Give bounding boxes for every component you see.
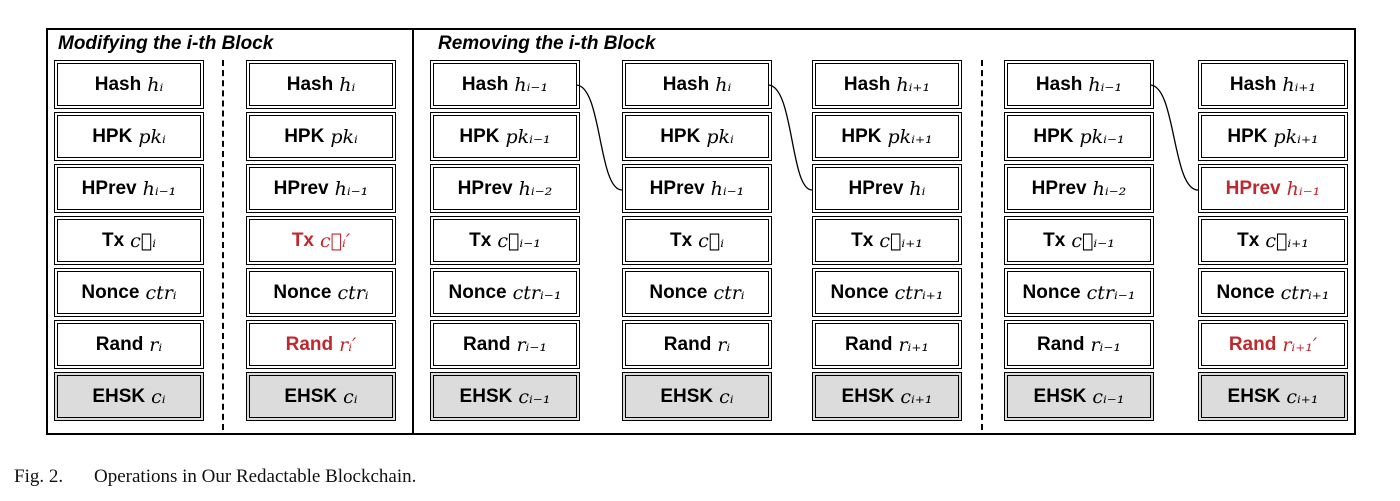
remove-section-title: Removing the i-th Block — [438, 33, 656, 54]
section-divider — [412, 28, 414, 435]
figure-caption-text: Operations in Our Redactable Blockchain. — [94, 466, 417, 487]
figure-frame — [46, 28, 1356, 435]
link-current-to-next — [767, 84, 813, 191]
modify-section-title: Modifying the i-th Block — [58, 33, 274, 54]
figure-caption: Fig. 2. Operations in Our Redactable Bloc… — [14, 466, 416, 488]
link-prev-to-current — [575, 84, 623, 191]
dashed-separator-modify — [222, 60, 224, 430]
figure-number: Fig. 2. — [14, 466, 64, 487]
link-prev-to-next-after-removal — [1149, 84, 1199, 191]
dashed-separator-remove — [981, 60, 983, 430]
